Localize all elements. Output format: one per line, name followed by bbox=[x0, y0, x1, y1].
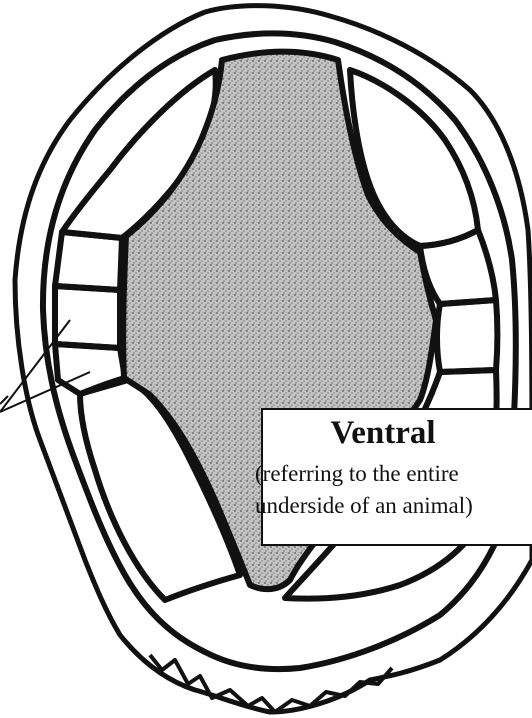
label-description-line-1: (referring to the entire bbox=[255, 458, 473, 490]
left-marginal-scute-1 bbox=[55, 232, 122, 290]
label-title: Ventral bbox=[263, 414, 503, 452]
label-description: (referring to the entire underside of an… bbox=[255, 458, 473, 522]
jagged-tail-edge bbox=[150, 655, 392, 712]
label-description-line-2: underside of an animal) bbox=[255, 490, 473, 522]
ventral-label-box: Ventral (referring to the entire undersi… bbox=[261, 408, 532, 546]
right-marginal-scute-2 bbox=[437, 300, 498, 372]
left-marginal-scute-2 bbox=[55, 286, 120, 348]
